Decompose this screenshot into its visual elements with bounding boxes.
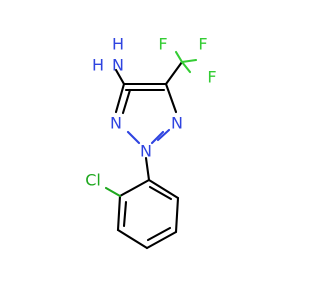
bond-ar-6-1-inner xyxy=(148,185,173,201)
bond-ar-2-3 xyxy=(116,194,122,232)
bond-n3-n2 xyxy=(150,130,165,145)
bond-ar-1-2 xyxy=(118,178,151,198)
bond-ar-cl xyxy=(104,186,122,198)
amine-n-label: N xyxy=(112,56,124,75)
bond-n2-phenyl xyxy=(144,156,151,182)
bond-cf3-f-top xyxy=(174,50,184,64)
triazole-n1-label: N xyxy=(110,114,122,133)
molecule-svg: N H H N N N F F F Cl xyxy=(85,35,217,250)
bond-ar-4-5-inner xyxy=(146,226,172,242)
bond-c4-n3 xyxy=(164,82,178,114)
bond-c5-n1 xyxy=(114,82,126,114)
amine-h-left-label: H xyxy=(92,56,104,75)
fluorine-top-label: F xyxy=(158,35,167,54)
bond-c4-cf3 xyxy=(164,60,184,86)
amine-h-top-label: H xyxy=(112,35,124,54)
bond-ar-5-6 xyxy=(174,196,180,234)
bond-c5-n1-inner xyxy=(121,88,132,115)
bond-cf3-f-right xyxy=(180,58,198,64)
fluorine-right-top-label: F xyxy=(198,35,207,54)
bond-ar-2-3-inner xyxy=(122,200,128,228)
bond-n3-n2-double xyxy=(156,128,171,142)
bond-ar-4-5 xyxy=(145,230,178,250)
chlorine-label: Cl xyxy=(85,171,101,190)
bond-c5-amine xyxy=(114,68,126,86)
bond-cf3-f-bottom xyxy=(180,60,192,74)
triazole-n3-label: N xyxy=(171,114,183,133)
bond-ar-3-4 xyxy=(116,228,149,250)
molecule-diagram: N H H N N N F F F Cl xyxy=(85,35,217,250)
fluorine-right-bottom-label: F xyxy=(207,68,216,87)
triazole-n2-label: N xyxy=(140,142,152,161)
bond-n1-n2 xyxy=(126,130,141,145)
bond-ar-6-1 xyxy=(147,178,180,200)
